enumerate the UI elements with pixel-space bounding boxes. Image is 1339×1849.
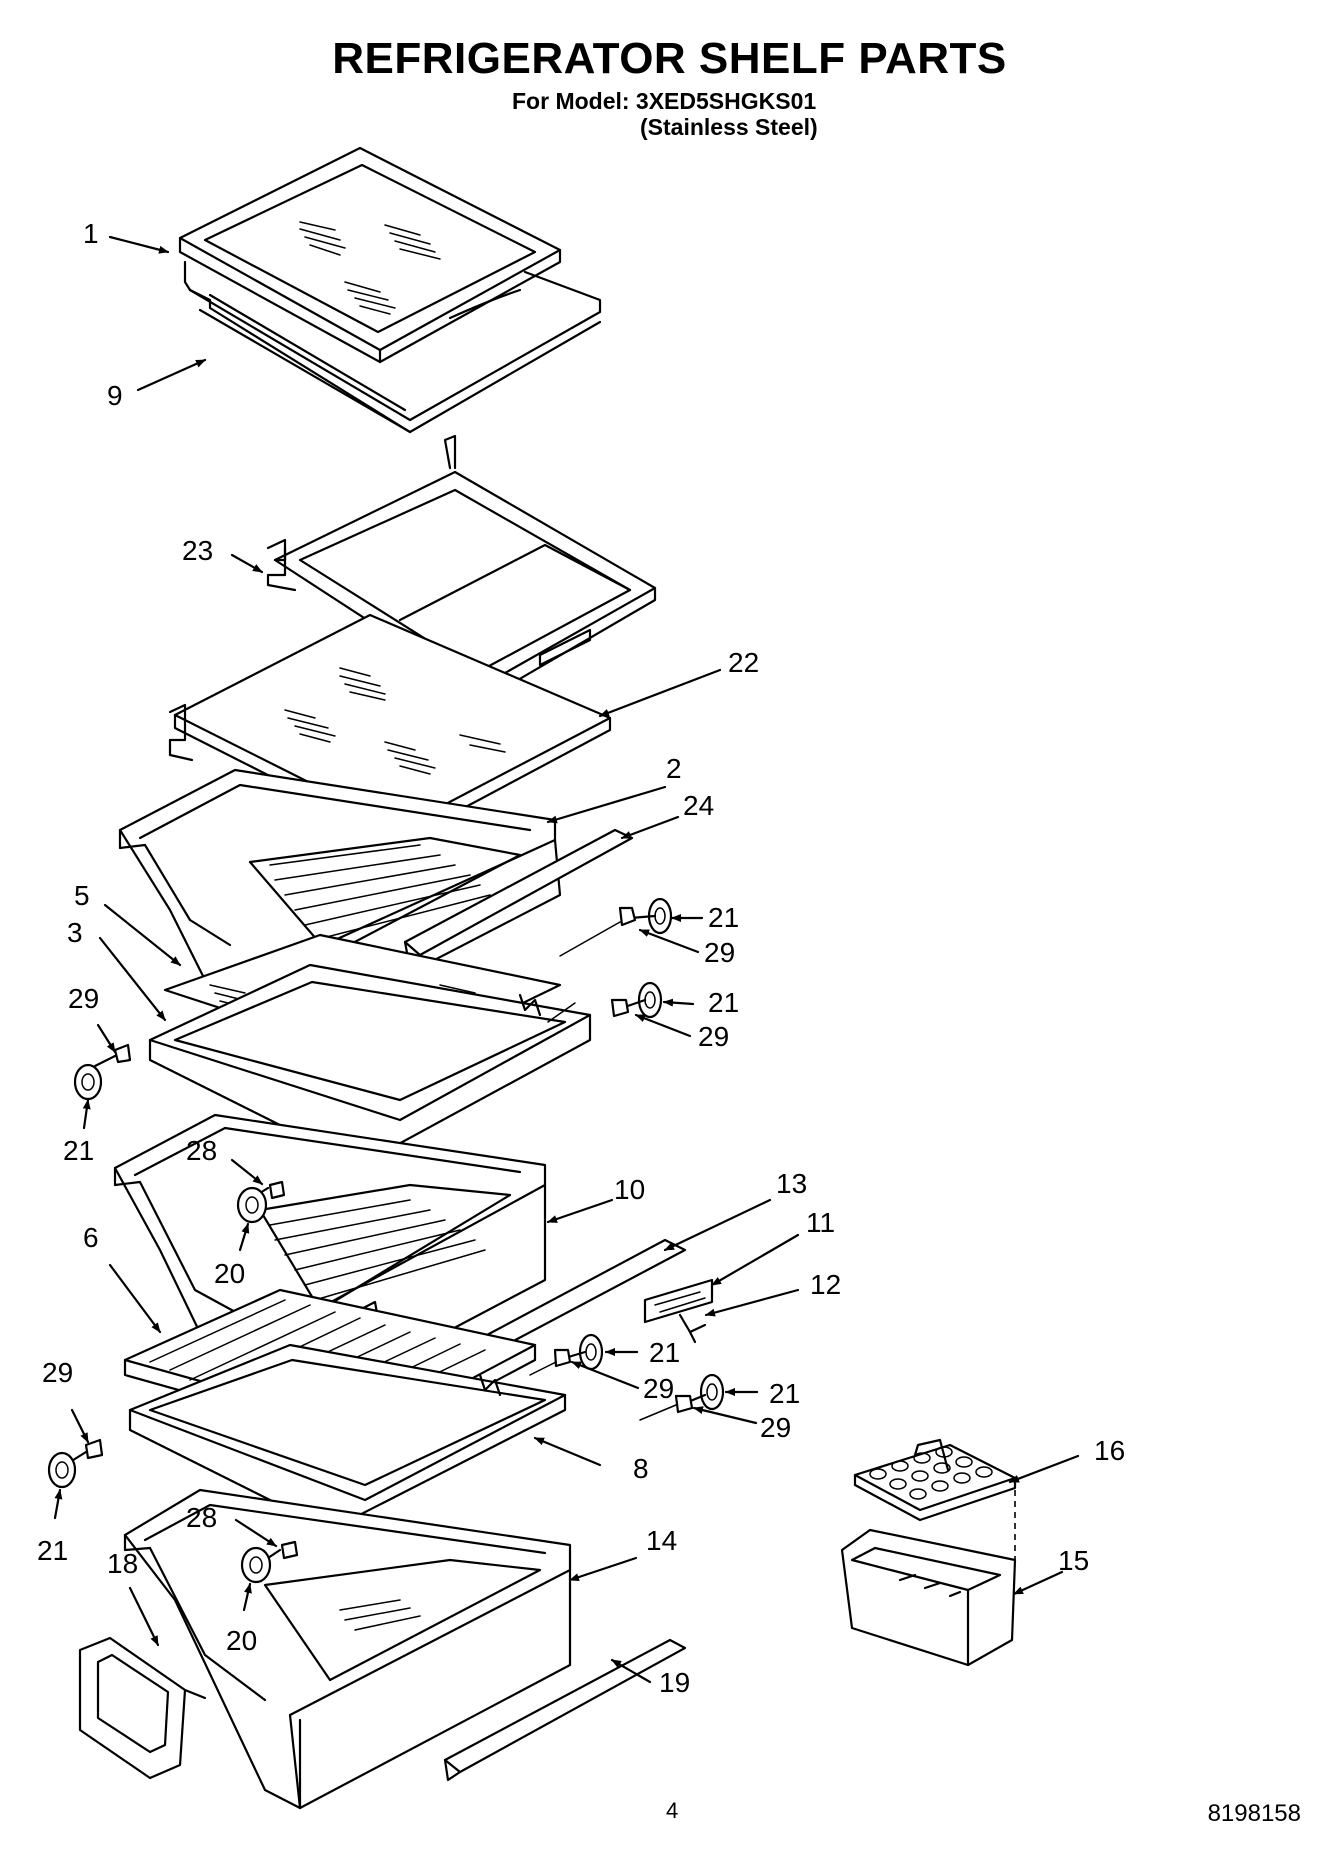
model-number: For Model: 3XED5SHGKS01 xyxy=(512,88,817,114)
callout-22: 22 xyxy=(728,647,759,678)
callout-15: 15 xyxy=(1058,1545,1089,1576)
document-number: 8198158 xyxy=(1207,1800,1301,1827)
callout-20-b: 20 xyxy=(226,1625,257,1656)
callout-29-b: 29 xyxy=(68,983,99,1014)
callout-10: 10 xyxy=(614,1174,645,1205)
callout-1: 1 xyxy=(83,218,99,249)
part-12-clip xyxy=(678,1313,707,1344)
callout-14: 14 xyxy=(646,1525,677,1556)
callout-29-d: 29 xyxy=(643,1373,674,1404)
callout-21-d: 21 xyxy=(649,1337,680,1368)
page-title: REFRIGERATOR SHELF PARTS xyxy=(332,34,1007,83)
callout-21-f: 21 xyxy=(37,1535,68,1566)
callout-29-a: 29 xyxy=(704,937,735,968)
part-15-egg-bin xyxy=(840,1528,1017,1667)
callout-6: 6 xyxy=(83,1222,99,1253)
callout-24: 24 xyxy=(683,790,714,821)
callout-3: 3 xyxy=(67,917,83,948)
callout-16: 16 xyxy=(1094,1435,1125,1466)
callout-23: 23 xyxy=(182,535,213,566)
callout-28-b: 28 xyxy=(186,1502,217,1533)
part-1-glass-shelf xyxy=(178,146,562,364)
callout-11: 11 xyxy=(806,1207,835,1238)
hardware-rollers-and-screws xyxy=(47,897,725,1584)
callout-13: 13 xyxy=(776,1168,807,1199)
part-16-egg-tray xyxy=(853,1438,1017,1522)
callout-21-b: 21 xyxy=(708,987,739,1018)
callout-21-c: 21 xyxy=(63,1135,94,1166)
callout-19: 19 xyxy=(659,1667,690,1698)
callout-12: 12 xyxy=(810,1269,841,1300)
callout-18: 18 xyxy=(107,1548,138,1579)
callout-29-f: 29 xyxy=(42,1357,73,1388)
callout-labels: 1 9 23 22 2 24 5 3 21 29 29 21 29 21 28 … xyxy=(37,218,1125,1698)
part-9-shelf-frame xyxy=(183,260,602,434)
page-number: 4 xyxy=(666,1798,679,1823)
callout-8: 8 xyxy=(633,1453,649,1484)
leader-lines xyxy=(53,235,1080,1684)
callout-5: 5 xyxy=(74,880,90,911)
part-14-crisper-drawer xyxy=(123,1488,572,1810)
part-11-clip xyxy=(643,1278,714,1324)
part-18-badge xyxy=(78,1636,207,1780)
part-19-drawer-rail xyxy=(443,1638,687,1782)
callout-9: 9 xyxy=(107,380,123,411)
callout-29-e: 29 xyxy=(760,1412,791,1443)
callout-21-a: 21 xyxy=(708,902,739,933)
callout-21-e: 21 xyxy=(769,1378,800,1409)
model-finish: (Stainless Steel) xyxy=(640,114,818,140)
callout-2: 2 xyxy=(666,753,682,784)
callout-29-c: 29 xyxy=(698,1021,729,1052)
callout-28-a: 28 xyxy=(186,1135,217,1166)
callout-20-a: 20 xyxy=(214,1258,245,1289)
